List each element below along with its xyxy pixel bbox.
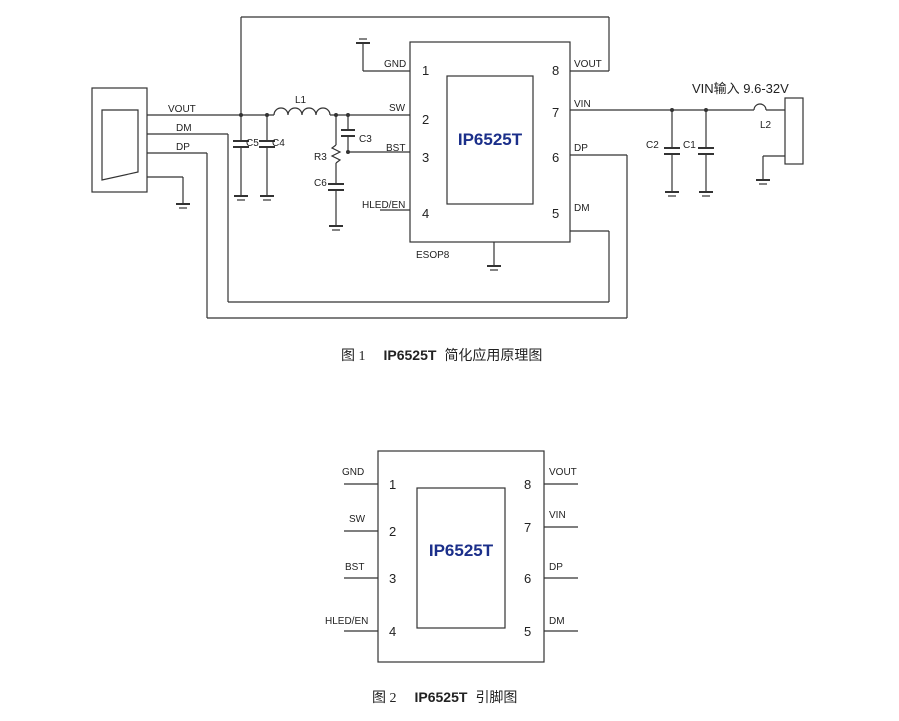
usb-label-dm: DM [176,123,192,134]
package-label: ESOP8 [416,250,450,261]
pin2-num-6: 6 [524,571,531,586]
pin2-num-8: 8 [524,477,531,492]
caption-1-suffix: 简化应用原理图 [444,347,542,364]
pin-name-dp: DP [574,143,588,154]
chip-name-fig1: IP6525T [458,130,523,149]
pin-num-3: 3 [422,150,429,165]
label-l1: L1 [295,95,307,106]
pin2-num-1: 1 [389,477,396,492]
ic-ip6525t-application [409,41,571,271]
figure-2-caption: 图 2 IP6525T 引脚图 [372,689,517,706]
usb-data-wiring [147,133,628,319]
usb-label-dp: DP [176,142,190,153]
figure-1-caption: 图 1 IP6525T 简化应用原理图 [341,347,542,364]
pin-num-6: 6 [552,150,559,165]
inductor-l1 [273,107,331,120]
pin-name-gnd: GND [384,59,406,70]
label-c5: C5 [246,138,259,149]
pin2-num-3: 3 [389,571,396,586]
vin-input-label: VIN输入 9.6-32V [692,81,789,96]
usb-connector [91,87,148,193]
vin-connector [784,97,804,165]
pin-num-2: 2 [422,112,429,127]
pin-name-vin: VIN [574,99,591,110]
resistor-r3 [330,144,342,164]
label-c6: C6 [314,178,327,189]
pin2-name-vin: VIN [549,510,566,521]
pin2-num-5: 5 [524,624,531,639]
pin2-name-vout: VOUT [549,467,577,478]
pin2-name-dp: DP [549,562,563,573]
label-c3: C3 [359,134,372,145]
pin-name-bst: BST [386,143,405,154]
pin-name-vout: VOUT [574,59,602,70]
label-c4: C4 [272,138,285,149]
pin-num-8: 8 [552,63,559,78]
bootstrap-network [328,113,410,231]
label-l2: L2 [760,120,772,131]
usb-label-vout: VOUT [168,104,196,115]
label-c2: C2 [646,140,659,151]
pin-name-sw: SW [389,103,406,114]
pin2-name-dm: DM [549,616,565,627]
caption-1-prefix: 图 1 [341,349,366,364]
pin2-name-gnd: GND [342,467,364,478]
pin2-num-2: 2 [389,524,396,539]
vin-input-network [570,97,804,197]
chip-name-fig2: IP6525T [429,541,494,560]
pin-num-5: 5 [552,206,559,221]
pin2-name-sw: SW [349,514,366,525]
gnd-pin-wiring [356,38,410,211]
label-r3: R3 [314,152,327,163]
pin-num-1: 1 [422,63,429,78]
caption-2-suffix: 引脚图 [475,690,517,706]
label-c1: C1 [683,140,696,151]
vout-wiring [147,16,610,117]
pin2-num-7: 7 [524,520,531,535]
pin-name-dm: DM [574,203,590,214]
pin2-name-bst: BST [345,562,364,573]
inductor-l2 [753,103,767,111]
pin-num-4: 4 [422,206,429,221]
pin2-name-hled: HLED/EN [325,616,368,627]
figure-2-pinout: IP6525T GND SW BST HLED/EN 1 2 3 4 VOUT … [325,450,578,706]
capacitor-c5 [233,115,249,201]
figure-1-application-schematic: IP6525T ESOP8 GND SW BST HLED/EN 1 2 3 4… [91,16,804,364]
pin2-num-4: 4 [389,624,396,639]
caption-1-chip: IP6525T [384,347,437,363]
pin-num-7: 7 [552,105,559,120]
caption-2-prefix: 图 2 [372,691,397,706]
ic-ip6525t-pinout [377,450,545,663]
caption-2-chip: IP6525T [415,689,468,705]
capacitor-c4 [259,115,275,201]
pin-name-hled: HLED/EN [362,200,405,211]
